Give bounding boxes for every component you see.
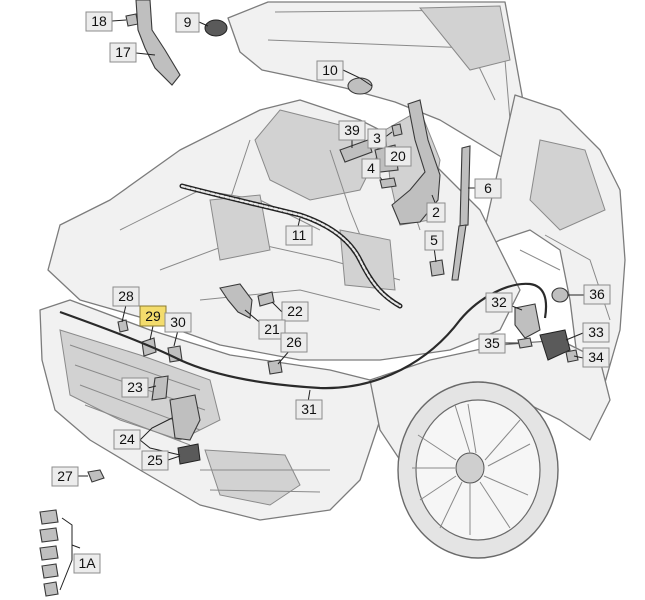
svg-text:21: 21 <box>264 321 280 337</box>
fastener-set-1A <box>39 509 59 597</box>
hood-hinge-2 <box>391 99 441 225</box>
svg-text:5: 5 <box>430 232 438 248</box>
callout-22: 22 <box>281 301 309 322</box>
release-cable-31 <box>59 282 548 390</box>
callout-6: 6 <box>474 178 502 199</box>
svg-text:11: 11 <box>292 227 307 243</box>
callout-28: 28 <box>112 286 140 307</box>
callout-9: 9 <box>175 12 200 33</box>
leader-lines <box>59 19 584 591</box>
gas-strut-6 <box>459 145 471 227</box>
bracket-21 <box>219 283 253 319</box>
svg-text:34: 34 <box>588 349 604 365</box>
svg-text:3: 3 <box>373 130 381 146</box>
svg-text:17: 17 <box>115 44 131 60</box>
bracket-39 <box>339 139 373 163</box>
callout-29: 29 <box>139 305 167 327</box>
callout-35: 35 <box>478 333 506 354</box>
svg-text:33: 33 <box>588 324 604 340</box>
hood-hinge-17 <box>135 0 181 86</box>
svg-text:22: 22 <box>287 303 303 319</box>
svg-text:20: 20 <box>390 148 406 164</box>
bolt-35 <box>517 337 533 349</box>
ball-stud-5 <box>429 259 445 277</box>
car-body-illustration <box>39 1 626 559</box>
parts <box>39 0 579 597</box>
svg-text:28: 28 <box>118 288 134 304</box>
connector-25 <box>177 443 201 465</box>
svg-text:39: 39 <box>344 122 360 138</box>
callout-31: 31 <box>295 399 323 420</box>
callout-24: 24 <box>113 429 141 450</box>
callout-10: 10 <box>316 60 344 81</box>
svg-text:4: 4 <box>367 160 375 176</box>
callout-23: 23 <box>121 377 149 398</box>
svg-text:25: 25 <box>147 452 163 468</box>
hood-buffer-10 <box>347 77 373 95</box>
svg-text:9: 9 <box>184 14 192 30</box>
clip-3 <box>391 123 403 137</box>
svg-text:32: 32 <box>491 294 507 310</box>
svg-text:1A: 1A <box>78 555 96 571</box>
bolt-27 <box>87 469 105 483</box>
callout-34: 34 <box>582 347 610 368</box>
callout-26: 26 <box>280 332 308 353</box>
clip-34 <box>565 349 579 363</box>
svg-text:10: 10 <box>322 62 338 78</box>
callout-2: 2 <box>426 202 446 223</box>
svg-text:31: 31 <box>301 401 317 417</box>
clip-18 <box>125 13 139 27</box>
clip-28 <box>117 319 129 333</box>
bracket-23 <box>151 375 169 401</box>
grommet-36 <box>551 287 569 303</box>
front-wheel <box>397 381 559 559</box>
callout-36: 36 <box>583 284 611 305</box>
svg-text:35: 35 <box>484 335 500 351</box>
callout-30: 30 <box>164 312 192 333</box>
lock-32 <box>514 303 541 339</box>
callout-32: 32 <box>485 292 513 313</box>
callout-18: 18 <box>85 11 113 32</box>
svg-text:23: 23 <box>127 379 143 395</box>
callout-4: 4 <box>361 158 381 179</box>
callouts: 18 9 17 10 39 3 20 4 6 2 11 5 28 29 30 2… <box>51 11 611 574</box>
bumper-9 <box>204 19 228 37</box>
callout-27: 27 <box>51 466 79 487</box>
svg-text:2: 2 <box>432 204 440 220</box>
svg-text:18: 18 <box>91 13 107 29</box>
hood-lock-24 <box>169 394 201 441</box>
callout-5: 5 <box>424 230 444 251</box>
svg-text:6: 6 <box>484 180 492 196</box>
callout-11: 11 <box>285 225 313 246</box>
bolt-22 <box>257 291 275 307</box>
bolt-4 <box>379 177 397 189</box>
svg-text:27: 27 <box>57 468 73 484</box>
callout-33: 33 <box>582 322 610 343</box>
callout-39: 39 <box>338 120 366 141</box>
svg-text:36: 36 <box>589 286 605 302</box>
svg-text:29: 29 <box>145 308 161 324</box>
svg-text:30: 30 <box>170 314 186 330</box>
callout-25: 25 <box>141 450 169 471</box>
callout-20: 20 <box>384 146 412 167</box>
svg-text:24: 24 <box>119 431 135 447</box>
lock-33 <box>539 329 571 361</box>
callout-21: 21 <box>258 319 286 340</box>
callout-17: 17 <box>109 42 137 63</box>
callout-3: 3 <box>367 128 387 149</box>
callout-1A: 1A <box>73 553 101 574</box>
svg-text:26: 26 <box>286 334 302 350</box>
